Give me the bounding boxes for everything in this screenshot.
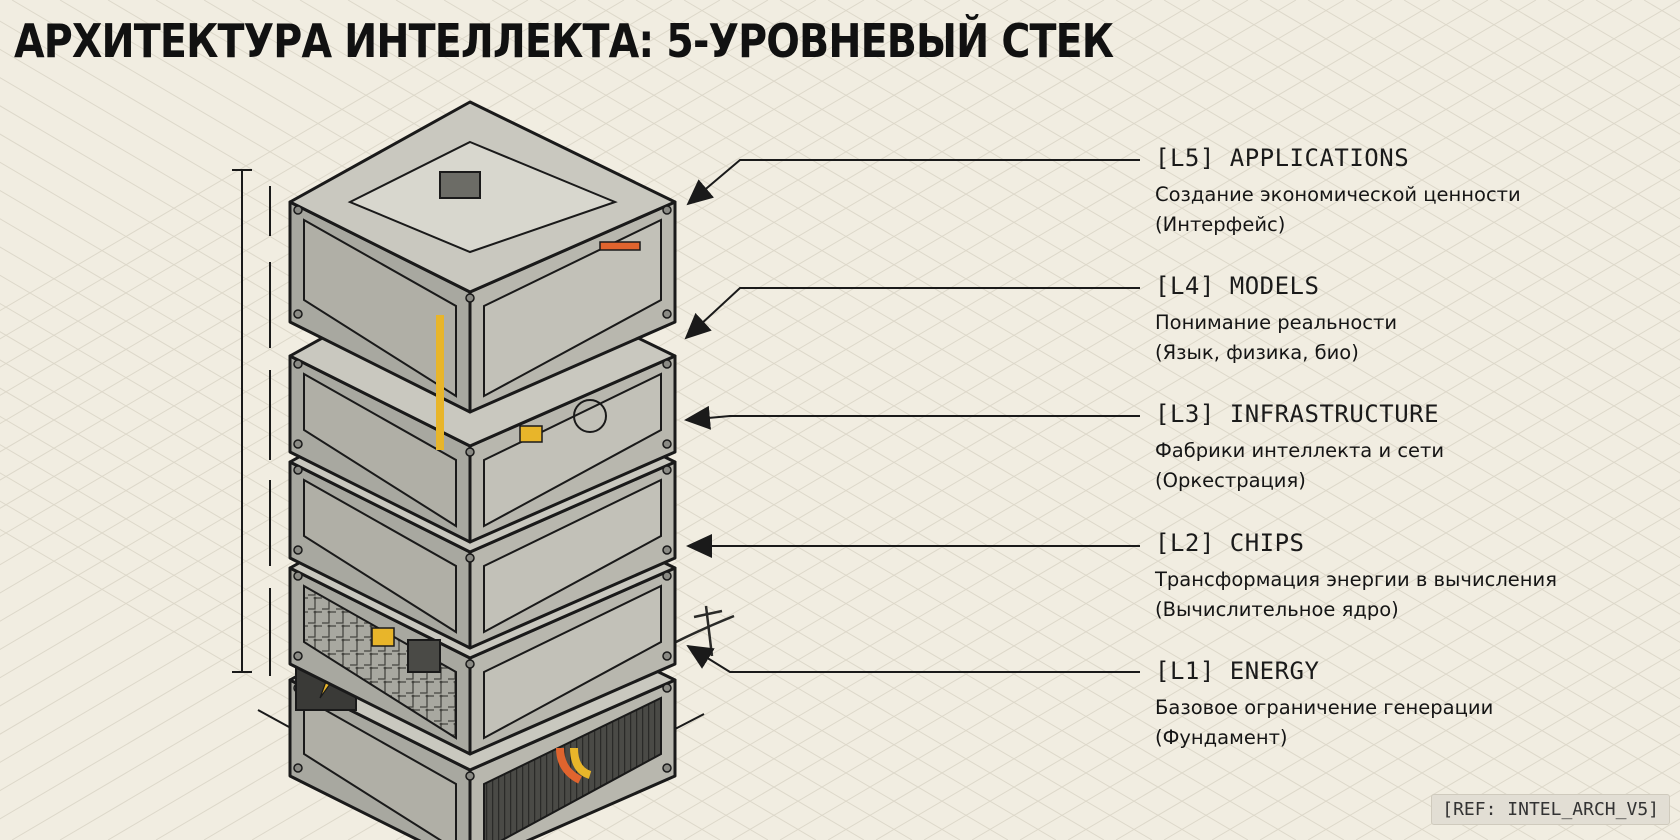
layer-description: Понимание реальности (Язык, физика, био) [1155,308,1665,368]
connector-line-group [684,159,1140,673]
power-pole-icon [675,605,735,657]
layer-description: Фабрики интеллекта и сети (Оркестрация) [1155,436,1665,496]
brain-icon [573,399,607,433]
layer-code: [L5] APPLICATIONS [1155,144,1410,172]
layer-description-sub: (Интерфейс) [1155,213,1286,236]
layer-label-3: [L3] INFRASTRUCTURE Фабрики интеллекта и … [1155,399,1665,496]
layer-label-4: [L4] MODELS Понимание реальности (Язык, фи… [1155,271,1665,368]
chip-icon [407,639,441,673]
window-icon [439,171,481,199]
connector-line [686,644,1140,673]
layer-description-main: Базовое ограничение генерации [1155,696,1494,719]
connector-line [684,405,1140,430]
layer-label-5: [L5] APPLICATIONS Создание экономической … [1155,143,1665,240]
page-title: АРХИТЕКТУРА ИНТЕЛЛЕКТА: 5-УРОВНЕВЫЙ СТЕК [14,14,1114,68]
layer-box-applications [288,100,677,414]
layer-code: [L2] CHIPS [1155,529,1305,557]
layer-description-sub: (Язык, физика, био) [1155,341,1359,364]
layer-label-2: [L2] CHIPS Трансформация энергии в вычисл… [1155,528,1665,625]
layer-description: Трансформация энергии в вычисления (Вычис… [1155,565,1665,625]
layer-description-sub: (Вычислительное ядро) [1155,598,1399,621]
height-dimension-arrows [232,169,271,676]
layer-code: [L3] INFRASTRUCTURE [1155,400,1440,428]
connector-line [684,287,1140,340]
layer-code: [L4] MODELS [1155,272,1320,300]
layer-label-1: [L1] ENERGY Базовое ограничение генерации… [1155,656,1665,753]
layer-description-main: Фабрики интеллекта и сети [1155,439,1445,462]
layer-description-sub: (Фундамент) [1155,726,1288,749]
layer-code: [L1] ENERGY [1155,657,1320,685]
layer-box-group [288,100,677,840]
reference-tag: [REF: INTEL_ARCH_V5] [1431,794,1670,825]
layer-description-sub: (Оркестрация) [1155,469,1306,492]
layer-description: Создание экономической ценности (Интерфей… [1155,180,1665,240]
layer-description: Базовое ограничение генерации (Фундамент) [1155,693,1665,753]
layer-description-main: Понимание реальности [1155,311,1398,334]
connector-line [686,159,1140,206]
layer-description-main: Трансформация энергии в вычисления [1155,568,1557,591]
layer-description-main: Создание экономической ценности [1155,183,1521,206]
